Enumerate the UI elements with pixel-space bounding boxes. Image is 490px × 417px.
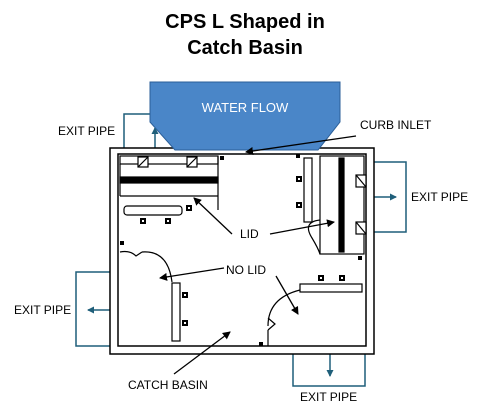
- diagram-title-line-1: CPS L Shaped in: [165, 11, 325, 33]
- lid-arrow-left: [193, 197, 233, 235]
- lid-arrow-right: [269, 219, 335, 235]
- no-lid-arrow-right: [275, 275, 299, 315]
- curb-inlet-arrow: [245, 135, 357, 155]
- top-filter-unit: [119, 155, 219, 216]
- exit-pipe-right: [374, 161, 407, 233]
- exit-pipe-top-left-label: EXIT PIPE: [58, 124, 116, 138]
- right-filter-bolts: [296, 176, 362, 260]
- bottom-right-filter-unit: [267, 283, 363, 346]
- curb-inlet-label: CURB INLET: [360, 118, 432, 132]
- exit-pipe-left-label: EXIT PIPE: [14, 303, 72, 317]
- diagram-title-line-2: Catch Basin: [187, 37, 303, 59]
- left-filter-bolts: [182, 292, 188, 326]
- catch-basin-label: CATCH BASIN: [128, 378, 208, 392]
- left-filter-unit: [119, 250, 181, 342]
- water-flow-funnel: [149, 81, 341, 151]
- exit-pipe-right-label: EXIT PIPE: [411, 190, 469, 204]
- no-lid-label: NO LID: [226, 263, 267, 277]
- no-lid-arrow-left: [159, 267, 225, 281]
- top-filter-bolts: [120, 154, 300, 245]
- catch-basin-arrow: [173, 331, 231, 375]
- exit-pipe-left: [75, 271, 110, 347]
- exit-pipe-bottom: [292, 354, 366, 387]
- exit-pipe-bottom-label: EXIT PIPE: [300, 390, 358, 404]
- right-filter-unit: [303, 155, 367, 255]
- lid-label: LID: [240, 227, 259, 241]
- water-flow-label: WATER FLOW: [201, 100, 289, 115]
- bottom-right-filter-bolts: [259, 275, 345, 346]
